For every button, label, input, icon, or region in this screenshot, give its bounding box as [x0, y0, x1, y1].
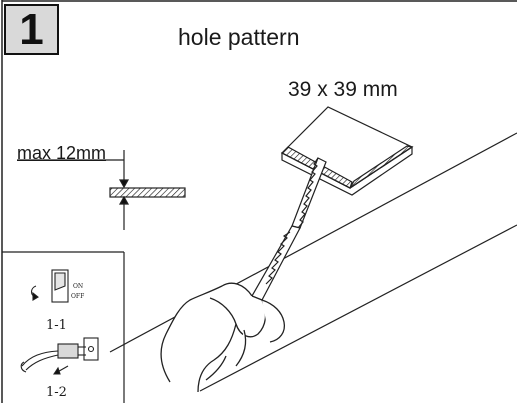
cutout-dimension-label: 39 x 39 mm: [288, 78, 398, 101]
step-1-1-label: 1-1: [46, 318, 67, 333]
switch-icon: [30, 269, 69, 303]
diagram-title: hole pattern: [178, 24, 300, 50]
hand: [160, 282, 286, 393]
cutout-square: [280, 106, 414, 196]
inset-panel: [2, 251, 125, 403]
unplug-icon: [20, 337, 99, 375]
thickness-indicator: [17, 150, 186, 230]
switch-on-label: ON: [73, 283, 84, 290]
saw-blade: [251, 157, 327, 301]
max-thickness-label: max 12mm: [17, 143, 107, 163]
step-number-badge: 1: [4, 4, 59, 55]
step-1-2-label: 1-2: [46, 385, 67, 400]
switch-off-label: OFF: [71, 293, 85, 300]
